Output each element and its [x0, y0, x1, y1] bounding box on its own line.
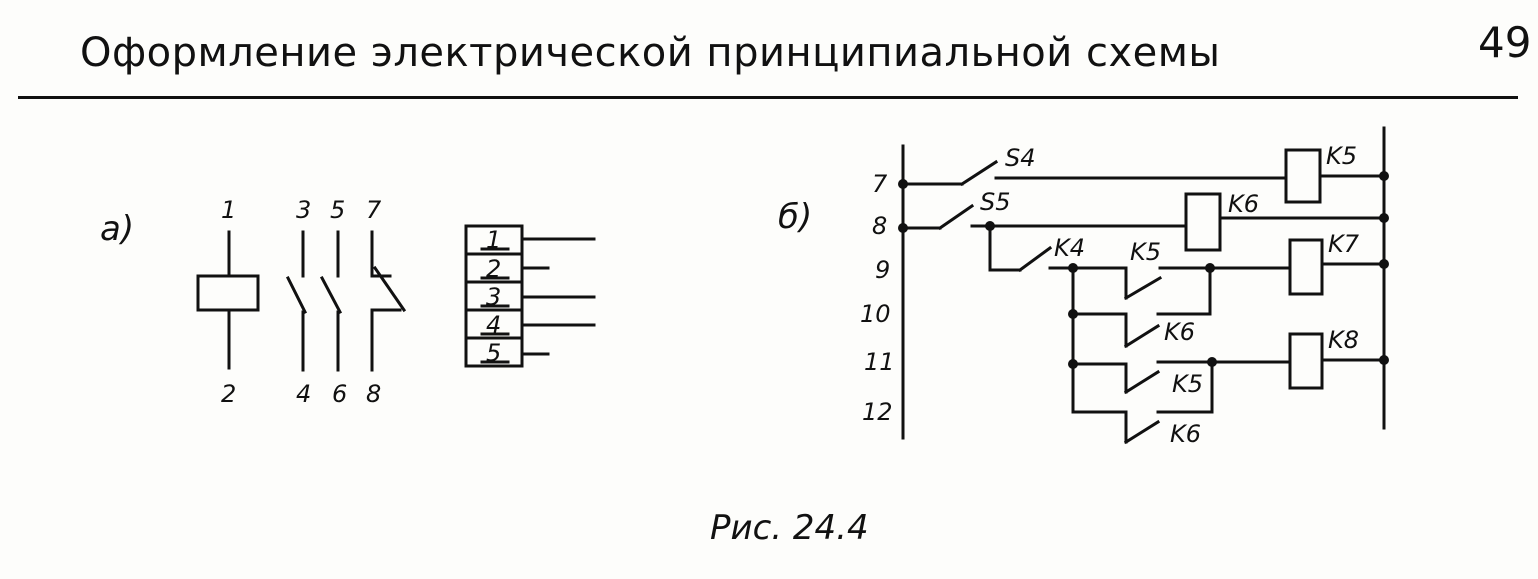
contact-5-6-symbol: 5 6 [319, 196, 347, 408]
part-a: а) 1 2 3 4 5 [100, 196, 596, 408]
terminal-4: 4 [486, 311, 501, 339]
part-b-label: б) [778, 197, 812, 237]
contact-k6-label: K6 [1164, 318, 1195, 346]
contact-terminal-4: 4 [296, 380, 311, 408]
contact-k6-second-label: K6 [1170, 420, 1201, 448]
relay-coil-symbol: 1 2 [196, 196, 260, 408]
contact-3-4-symbol: 3 4 [285, 196, 311, 408]
contact-7-8-symbol: 7 8 [366, 196, 407, 408]
contact-terminal-3: 3 [296, 196, 311, 224]
circuit-line-8: S5 K6 [898, 188, 1389, 252]
switch-s4-label: S4 [1005, 144, 1036, 172]
terminal-2: 2 [486, 255, 501, 283]
terminal-1: 1 [486, 226, 501, 254]
circuit-line-7: S4 K5 [898, 142, 1389, 204]
contact-k5-second-label: K5 [1172, 370, 1203, 398]
coil-k5-label: K5 [1326, 142, 1357, 170]
contact-k5-label: K5 [1130, 238, 1161, 266]
circuit-line-10: K6 [1068, 266, 1212, 414]
terminal-block: 1 2 3 4 5 [464, 224, 596, 368]
header-rule [18, 96, 1518, 99]
figure-caption: Рис. 24.4 [710, 508, 869, 548]
coil-terminal-1: 1 [221, 196, 236, 224]
circuit-line-12: K6 [1071, 410, 1214, 448]
circuit-line-11: K5 K8 [1068, 326, 1389, 414]
coil-k8-label: K8 [1328, 326, 1359, 354]
coil-k6-label: K6 [1228, 190, 1259, 218]
contact-terminal-8: 8 [366, 380, 381, 408]
line-number-7: 7 [872, 170, 888, 198]
page-title: Оформление электрической принципиальной … [80, 30, 1221, 76]
contact-terminal-7: 7 [366, 196, 382, 224]
coil-terminal-2: 2 [221, 380, 236, 408]
line-number-12: 12 [862, 398, 893, 426]
line-number-9: 9 [875, 256, 890, 284]
terminal-3: 3 [486, 283, 501, 311]
contact-terminal-6: 6 [332, 380, 347, 408]
switch-s5-label: S5 [980, 188, 1011, 216]
terminal-5: 5 [486, 339, 501, 367]
page-number: 49 [1478, 18, 1532, 67]
part-a-label: а) [100, 209, 134, 249]
part-b: б) 7 8 9 10 11 12 S4 K5 [778, 126, 1389, 448]
circuit-line-9: K4 K5 K7 [988, 224, 1389, 316]
contact-k4-label: K4 [1054, 234, 1085, 262]
line-number-10: 10 [860, 300, 891, 328]
line-number-11: 11 [864, 348, 895, 376]
line-number-8: 8 [872, 212, 887, 240]
contact-terminal-5: 5 [330, 196, 345, 224]
coil-k7-label: K7 [1328, 230, 1360, 258]
